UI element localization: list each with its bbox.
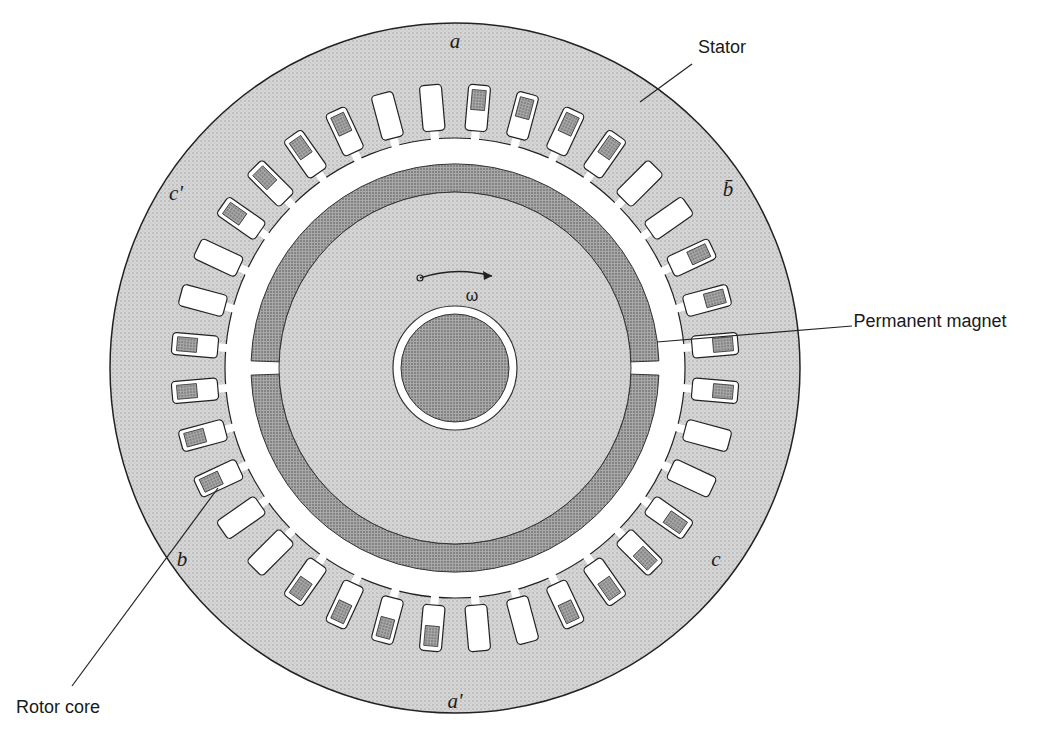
stator-bore: [225, 138, 685, 598]
stator-slot: [681, 377, 739, 404]
stator-slot: [325, 106, 369, 166]
stator-slot: [178, 284, 238, 320]
stator-slot: [283, 129, 333, 187]
rotation-arrowhead: [483, 271, 492, 280]
stator-slot: [672, 284, 732, 320]
rotation-arrow: [420, 271, 492, 278]
stator-slot: [171, 332, 229, 359]
leader-line: [657, 326, 852, 342]
rotation-arrow-tail: [417, 275, 423, 281]
stator-slot: [503, 91, 539, 151]
stator-slot: [325, 570, 369, 630]
stator-slot: [171, 377, 229, 404]
stator-slot: [541, 570, 585, 630]
stator-slot: [577, 129, 627, 187]
stator-slot: [193, 454, 253, 498]
stator-slot: [283, 548, 333, 606]
stator-slot: [608, 521, 663, 576]
stator-slot: [577, 548, 627, 606]
stator-slot: [419, 84, 446, 142]
shaft: [401, 314, 509, 422]
stator-slot: [657, 454, 717, 498]
leader-line: [640, 64, 692, 102]
stator-slot: [657, 238, 717, 282]
leader-line: [72, 488, 218, 686]
stator-slot: [193, 238, 253, 282]
stator-slot: [464, 594, 491, 652]
shaft-ring: [393, 306, 517, 430]
stator-slot: [371, 585, 407, 645]
phase-label: c: [711, 548, 720, 571]
phase-label: a': [448, 690, 463, 713]
stator-slot: [635, 490, 693, 540]
stator-slots: [171, 84, 739, 652]
stator-slot: [464, 84, 491, 142]
stator-slot: [246, 521, 301, 576]
callout-label: Rotor core: [16, 698, 100, 718]
stator-slot: [608, 159, 663, 214]
phase-label: c': [169, 182, 183, 205]
callout-label: Stator: [698, 38, 746, 58]
callout-label: Permanent magnet: [853, 312, 1006, 332]
stator-slot: [216, 490, 274, 540]
phase-label: b: [177, 548, 188, 571]
stator-slot: [178, 416, 238, 452]
stator-slot: [541, 106, 585, 166]
phase-label: b̄: [723, 178, 734, 201]
stator-slot: [246, 159, 301, 214]
stator-slot: [635, 196, 693, 246]
speed-symbol: ω: [466, 287, 479, 305]
stator-core: [110, 23, 800, 713]
phase-label: a: [450, 30, 461, 53]
rotor-core: [279, 192, 631, 544]
stator-slot: [419, 594, 446, 652]
stator-slot: [503, 585, 539, 645]
stator-slot: [672, 416, 732, 452]
stator-slot: [371, 91, 407, 151]
stator-slot: [216, 196, 274, 246]
